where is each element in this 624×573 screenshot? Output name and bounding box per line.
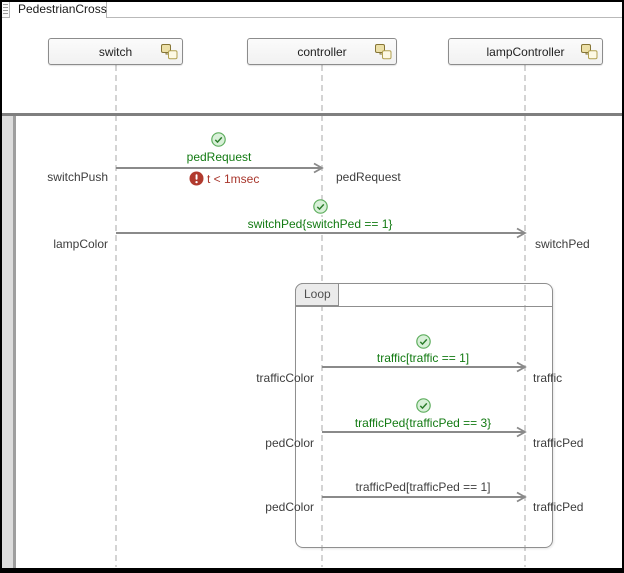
- tabstrip-rule: [107, 17, 622, 18]
- source-port-label: lampColor: [53, 237, 108, 251]
- component-badge-icon: [581, 44, 598, 60]
- lifeline-head-label: switch: [98, 44, 133, 59]
- source-port-label: pedColor: [265, 500, 314, 514]
- window-border: [0, 0, 2, 573]
- message-label[interactable]: traffic[traffic == 1]: [374, 351, 472, 365]
- target-port-label: traffic: [533, 371, 563, 385]
- fragment-header-rule: [295, 306, 553, 307]
- message-label[interactable]: trafficPed{trafficPed == 3}: [352, 416, 494, 430]
- check-circle-icon: [416, 334, 431, 349]
- left-gutter: [2, 116, 16, 568]
- window-border: [0, 568, 624, 573]
- window-border: [0, 0, 624, 2]
- target-port-label: trafficPed: [533, 436, 584, 450]
- check-circle-icon: [211, 132, 226, 147]
- header-canvas-divider: [2, 113, 622, 116]
- check-circle-icon: [416, 398, 431, 413]
- grip-lines-icon: [3, 4, 8, 14]
- source-port-label: switchPush: [47, 170, 108, 184]
- lifeline-head-label: lampController: [486, 44, 565, 59]
- tab-pedestriancross[interactable]: PedestrianCross: [10, 2, 107, 18]
- component-badge-icon: [161, 44, 178, 60]
- source-port-label: trafficColor: [256, 371, 314, 385]
- target-port-label: switchPed: [535, 237, 590, 251]
- alert-circle-icon: [189, 171, 204, 186]
- source-port-label: pedColor: [265, 436, 314, 450]
- window-border: [622, 0, 624, 573]
- loop-operator-tab[interactable]: Loop: [295, 283, 339, 306]
- component-badge-icon: [375, 44, 392, 60]
- lifeline-head-lampcontroller[interactable]: lampController: [448, 38, 603, 65]
- message-label[interactable]: trafficPed[trafficPed == 1]: [353, 480, 493, 494]
- tab-drag-grip[interactable]: [2, 2, 10, 18]
- message-label[interactable]: switchPed{switchPed == 1}: [245, 217, 395, 231]
- lifeline-head-switch[interactable]: switch: [48, 38, 183, 65]
- lifeline-head-controller[interactable]: controller: [247, 38, 397, 65]
- target-port-label: trafficPed: [533, 500, 584, 514]
- timing-constraint-label: t < 1msec: [207, 172, 260, 186]
- lifeline-head-label: controller: [297, 44, 347, 59]
- loop-fragment[interactable]: Loop: [295, 283, 553, 548]
- check-circle-icon: [313, 199, 328, 214]
- target-port-label: pedRequest: [336, 170, 401, 184]
- message-label[interactable]: pedRequest: [184, 150, 254, 164]
